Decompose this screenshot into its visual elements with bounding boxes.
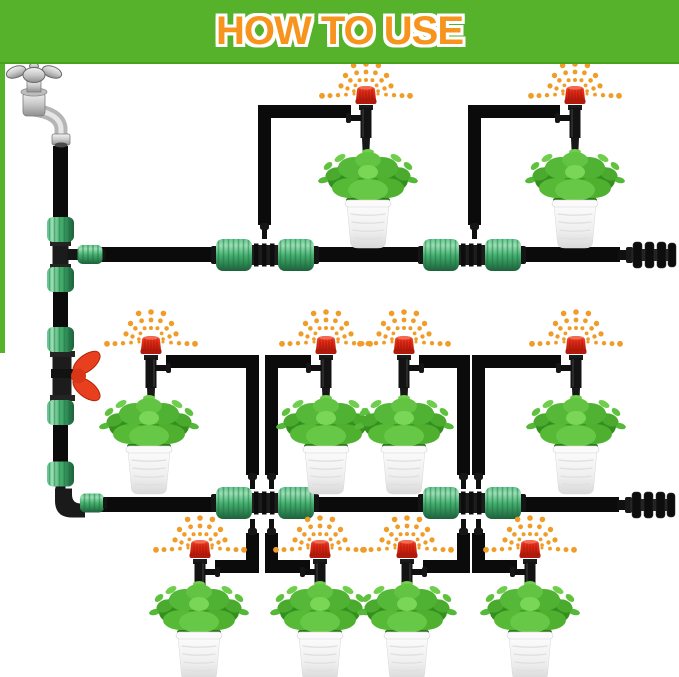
coupling-icon [418, 239, 526, 271]
barb-connector-icon [260, 223, 269, 239]
tube-main-middle [101, 497, 619, 512]
plant-pot-icon [523, 148, 627, 249]
tube-faucet-drop [53, 146, 68, 218]
barb-connector-icon [267, 519, 276, 535]
plant-pot-icon [478, 580, 582, 677]
plant-pot-icon [524, 394, 628, 495]
tube-riser [457, 355, 470, 475]
tube-branch [472, 355, 561, 368]
tube-branch [265, 355, 311, 368]
tube-riser [468, 105, 481, 225]
end-plug-icon [617, 241, 677, 269]
plant-pot-icon [97, 394, 201, 495]
barb-connector-icon [248, 473, 257, 489]
tube-riser [472, 355, 485, 475]
barb-connector-icon [474, 473, 483, 489]
tube-valve-to-elbow [53, 423, 68, 465]
plant-pot-icon [355, 580, 459, 677]
faucet-icon [5, 63, 70, 148]
tube-branch [265, 560, 310, 573]
plant-pot-icon [274, 394, 378, 495]
tube-branch [258, 105, 351, 118]
tube-branch [468, 105, 560, 118]
tube-branch [419, 355, 470, 368]
tube-branch [215, 560, 259, 573]
barb-connector-icon [248, 519, 257, 535]
elbow-connector-icon [47, 462, 107, 518]
plant-pot-icon [147, 580, 251, 677]
left-border-strip [0, 62, 5, 353]
plant-pot-icon [316, 148, 420, 249]
barb-connector-icon [459, 473, 468, 489]
barb-connector-icon [470, 223, 479, 239]
end-plug-icon [616, 491, 676, 519]
tee-connector-icon [47, 217, 106, 292]
tube-main-top [100, 247, 620, 262]
tube-riser [265, 355, 278, 475]
coupling-icon [211, 487, 319, 519]
plant-pot-icon [268, 580, 372, 677]
tube-branch [423, 560, 470, 573]
tube-riser [246, 355, 259, 475]
barb-connector-icon [459, 519, 468, 535]
tube-branch [166, 355, 259, 368]
tube-tee-to-valve [53, 289, 68, 331]
barb-connector-icon [474, 519, 483, 535]
header-banner: HOW TO USE [0, 0, 679, 64]
barb-connector-icon [267, 473, 276, 489]
tube-riser [258, 105, 271, 225]
plant-pot-icon [352, 394, 456, 495]
page-title: HOW TO USE [215, 8, 464, 53]
coupling-icon [211, 239, 319, 271]
coupling-icon [418, 487, 526, 519]
valve-icon [47, 327, 104, 425]
tube-branch [472, 560, 517, 573]
